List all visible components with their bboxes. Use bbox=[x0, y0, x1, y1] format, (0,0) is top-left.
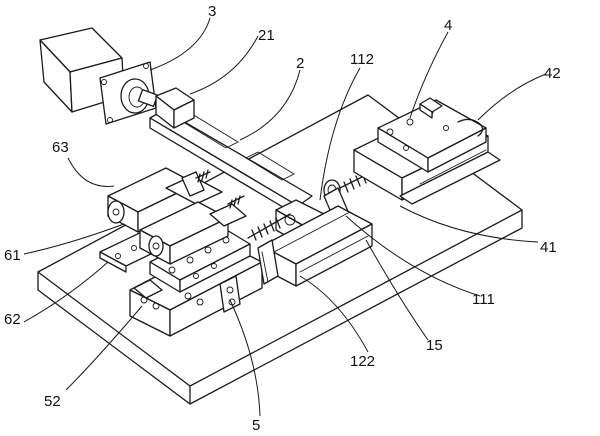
label-2: 2 bbox=[296, 55, 305, 72]
label-112: 112 bbox=[350, 51, 374, 68]
leader-lines bbox=[23, 17, 547, 417]
end-bracket bbox=[257, 239, 279, 285]
front-jig-5 bbox=[129, 225, 263, 337]
motor-3 bbox=[39, 27, 159, 125]
label-61: 61 bbox=[4, 247, 21, 264]
label-15: 15 bbox=[426, 337, 443, 354]
label-42: 42 bbox=[544, 65, 561, 82]
right-cylinder-4 bbox=[353, 97, 501, 205]
label-111: 111 bbox=[472, 291, 495, 308]
label-63: 63 bbox=[52, 139, 69, 156]
label-41: 41 bbox=[540, 239, 557, 256]
label-122: 122 bbox=[350, 353, 376, 370]
label-3: 3 bbox=[208, 3, 217, 20]
left-cylinder-63 bbox=[107, 167, 223, 233]
label-4: 4 bbox=[444, 17, 453, 34]
label-5: 5 bbox=[252, 417, 261, 434]
left-cylinder-61 bbox=[139, 195, 247, 265]
label-21: 21 bbox=[258, 27, 275, 44]
label-62: 62 bbox=[4, 311, 21, 328]
label-52: 52 bbox=[44, 393, 61, 410]
spring-122 bbox=[247, 213, 291, 241]
